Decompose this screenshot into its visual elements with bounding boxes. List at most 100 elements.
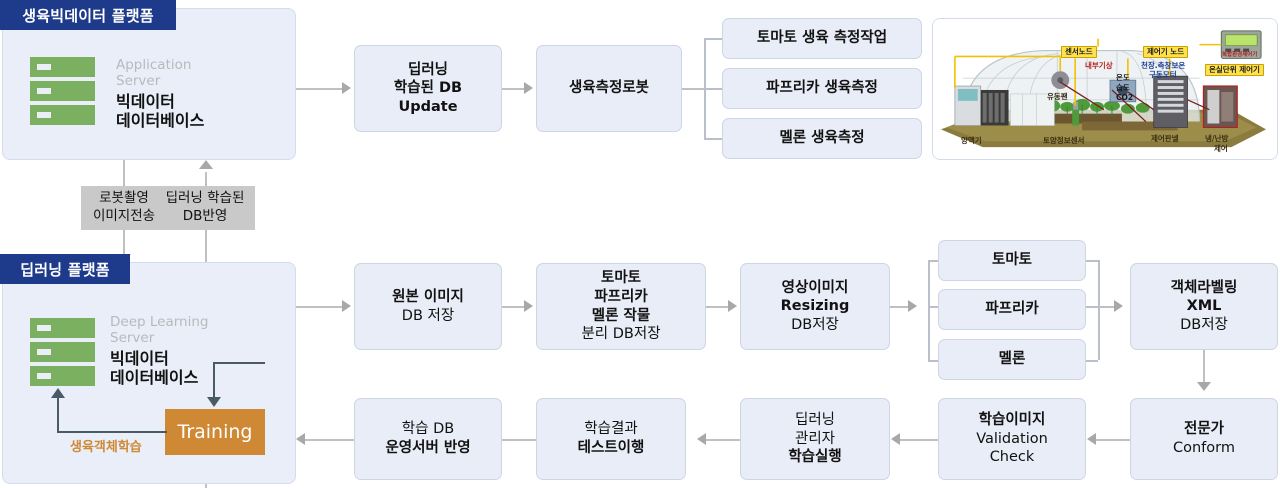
task-box-paprika-measure[interactable]: 파프리카 생육측정	[722, 68, 922, 109]
greenhouse-label-hvac-line1: 냉/난방	[1205, 134, 1229, 143]
process-box-training-execution[interactable]: 딥러닝 관리자 학습실행	[740, 398, 890, 480]
process-box-expert-conform[interactable]: 전문가 Conform	[1130, 398, 1278, 480]
arrow-left-to-training-exec	[891, 433, 900, 445]
connector-notes-to-bottom-left	[123, 230, 125, 256]
server-icon	[30, 57, 95, 125]
server-kind-line1: Deep Learning	[110, 314, 209, 330]
box-line: 파프리카	[594, 288, 648, 305]
greenhouse-label-greenhouse-controller: 온실단위 제어기	[1205, 64, 1264, 77]
process-box-test-result[interactable]: 학습결과 테스트이행	[536, 398, 686, 480]
training-loop-label: 생육객체학습	[70, 440, 142, 455]
note-line2: DB반영	[182, 208, 228, 224]
note-line1: 로봇촬영	[99, 190, 149, 207]
bracket-crops-right-v	[1098, 260, 1100, 360]
bracket-crops-right-2	[1086, 306, 1098, 308]
box-line: 분리 DB저장	[581, 326, 661, 343]
connector-db-to-training-h	[213, 362, 265, 365]
box-line: 파프리카 생육측정	[766, 80, 878, 97]
platform-title-deeplearning: 딥러닝 플랫폼	[0, 254, 130, 284]
greenhouse-label-controller-node: 제어기 노드	[1143, 46, 1189, 59]
greenhouse-label-inner-weather: 내부기상	[1085, 61, 1113, 70]
box-line: 전문가	[1183, 421, 1225, 438]
box-line: DB저장	[791, 316, 839, 333]
box-line: XML	[1186, 298, 1222, 315]
greenhouse-label-control-panel: 제어판넬	[1151, 134, 1179, 143]
box-line: 관리자	[794, 430, 836, 447]
crop-box-melon[interactable]: 멜론	[938, 339, 1086, 380]
greenhouse-label-motor-line2: 구동모터	[1149, 70, 1177, 79]
connector-top-to-notes-left	[123, 160, 125, 186]
connector-original-to-split	[502, 306, 524, 308]
server-name-line2: 데이터베이스	[110, 368, 199, 388]
box-line: Resizing	[780, 298, 850, 315]
greenhouse-label-soil-sensor: 토양정보센서	[1043, 136, 1085, 145]
box-line: 영상이미지	[781, 279, 849, 296]
box-line: 파프리카	[985, 301, 1039, 318]
crop-box-paprika[interactable]: 파프리카	[938, 289, 1086, 330]
note-line2: 이미지전송	[92, 208, 156, 224]
arrow-down-to-expert	[1197, 382, 1211, 391]
training-box[interactable]: Training	[165, 409, 265, 455]
process-box-image-resizing[interactable]: 영상이미지 Resizing DB저장	[740, 263, 890, 350]
connector-crops-to-labeling	[1098, 306, 1114, 308]
box-line: 멜론	[998, 351, 1026, 368]
process-box-growth-robot[interactable]: 생육측정로봇	[536, 45, 682, 132]
process-box-crop-split-db[interactable]: 토마토 파프리카 멜론 작물 분리 DB저장	[536, 263, 706, 350]
box-line: 딥러닝	[794, 412, 836, 429]
arrow-left-to-dl-platform	[296, 433, 305, 445]
server-name-label-top: 빅데이터 데이터베이스	[116, 92, 204, 130]
greenhouse-label-nutrient-machine: 양액기	[961, 136, 982, 145]
process-box-validation-check[interactable]: 학습이미지 Validation Check	[938, 398, 1086, 480]
bracket-crops-left-3	[928, 360, 940, 362]
process-box-operation-server-db[interactable]: 학습 DB 운영서버 반영	[354, 398, 502, 480]
greenhouse-label-motor-line1: 천장.측창보온	[1141, 61, 1186, 70]
arrow-right-to-db-update	[342, 82, 351, 94]
box-line: Validation	[976, 430, 1048, 447]
server-kind-line2: Server	[110, 329, 155, 346]
box-line: 원본 이미지	[392, 288, 464, 305]
connector-opserver-to-platform	[305, 439, 354, 441]
greenhouse-label-temperature: 온도	[1116, 73, 1130, 82]
bracket-crops-left-v	[928, 260, 930, 360]
process-box-object-labeling-xml[interactable]: 객체라벨링 XML DB저장	[1130, 263, 1278, 350]
box-line: 딥러닝	[407, 61, 449, 78]
greenhouse-label-hvac-line2: 제어	[1214, 144, 1228, 153]
process-box-original-image-db[interactable]: 원본 이미지 DB 저장	[354, 263, 502, 350]
box-line: 토마토 생육 측정작업	[756, 30, 888, 47]
connector-validation-to-training-exec	[900, 439, 938, 441]
server-name-line1: 빅데이터	[116, 92, 175, 111]
arrow-right-to-robot	[524, 82, 533, 94]
bracket-crops-left-1	[928, 260, 940, 262]
server-icon	[30, 318, 95, 386]
task-box-tomato-measure[interactable]: 토마토 생육 측정작업	[722, 18, 922, 59]
greenhouse-label-sensor-node: 센서노드	[1061, 46, 1097, 59]
connector-dl-to-midflow	[296, 306, 342, 308]
connector-labeling-to-expert	[1203, 350, 1205, 382]
note-robot-image-transfer: 로봇촬영 이미지전송	[81, 186, 167, 230]
connector-dbupdate-to-robot	[502, 88, 524, 90]
server-kind-label-top: Application Server	[116, 57, 191, 90]
task-box-melon-measure[interactable]: 멜론 생육측정	[722, 118, 922, 159]
box-line: Conform	[1173, 440, 1235, 456]
box-line: 테스트이행	[577, 440, 645, 456]
greenhouse-label-co2: CO2	[1116, 93, 1134, 102]
box-line: DB저장	[1180, 316, 1228, 333]
server-kind-line2: Server	[116, 72, 161, 89]
crop-box-tomato[interactable]: 토마토	[938, 240, 1086, 281]
connector-db-to-training-v	[213, 362, 216, 397]
box-line: Check	[989, 449, 1035, 466]
connector-robot-out	[682, 88, 704, 90]
connector-notes-to-top-right	[205, 172, 207, 186]
box-line: 학습 DB	[401, 421, 455, 438]
box-line: 학습결과	[584, 421, 638, 438]
connector-trainexec-to-testresult	[706, 439, 740, 441]
server-kind-label-bottom: Deep Learning Server	[110, 314, 209, 347]
connector-resizing-out	[890, 306, 908, 308]
greenhouse-label-fan: 유동팬	[1047, 92, 1068, 101]
process-box-db-update[interactable]: 딥러닝 학습된 DB Update	[354, 45, 502, 132]
server-name-label-bottom: 빅데이터 데이터베이스	[110, 349, 198, 387]
note-db-reflect: 딥러닝 학습된 DB반영	[155, 186, 255, 230]
box-line: 토마토	[991, 252, 1033, 269]
box-line: 운영서버 반영	[385, 440, 471, 456]
